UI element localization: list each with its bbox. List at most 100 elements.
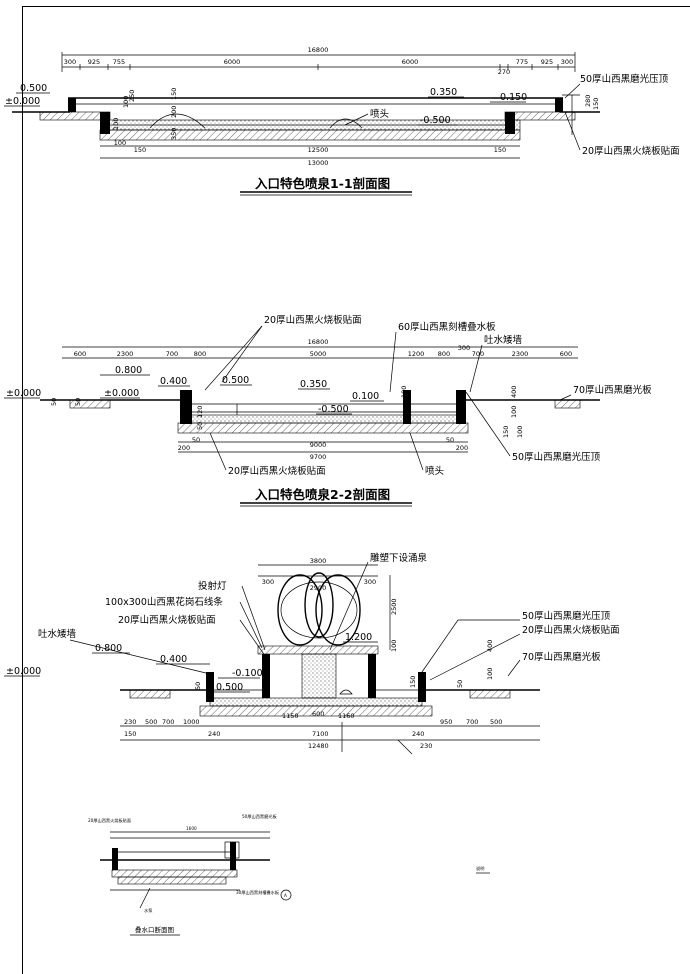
s1-level: -0.500	[420, 115, 451, 126]
svg-text:A: A	[284, 893, 287, 898]
s1-dim: 300	[64, 58, 76, 66]
s1-level: ±0.000	[5, 96, 40, 107]
s1-dim: 150	[494, 146, 506, 154]
s2-dim: 200	[456, 444, 468, 452]
s1-dim: 280	[584, 95, 592, 107]
s1-levels: 0.500 ±0.000 0.350 0.150 -0.500	[4, 83, 527, 126]
s2-callout-coping: 50厚山西黑磨光压顶	[512, 451, 601, 463]
s3-level: 0.400	[160, 654, 187, 665]
s2-dim: 800	[438, 350, 450, 358]
s2-callouts: 20厚山西黑火烧板贴面 60厚山西黑刻槽叠水板 吐水矮墙 70厚山西黑磨光板 2…	[204, 314, 652, 477]
s3-dim: 300	[364, 578, 376, 586]
s1-dim: 270	[498, 68, 510, 76]
s2-dim: 50	[192, 436, 200, 444]
s1-top-dimension: 16800 300 925 755 6000 6000 270 775 925 …	[61, 46, 576, 76]
s2-level: 0.500	[222, 375, 249, 386]
s3-dim: 600	[312, 710, 324, 718]
s2-dim: 50	[196, 422, 204, 430]
s2-dim: 150	[502, 426, 510, 438]
s1-dim: 250	[128, 90, 136, 102]
s1-dim: 100	[112, 118, 120, 130]
s3-dim: 240	[208, 730, 220, 738]
s2-dim: 2300	[512, 350, 529, 358]
s2-level: -0.500	[318, 404, 349, 415]
s1-dim: 150	[170, 88, 178, 100]
s1-dim: 200	[170, 106, 178, 118]
s3-dim: 500	[145, 718, 157, 726]
s3-dim: 2900	[310, 584, 327, 592]
s3-callouts: 雕塑下设涌泉 投射灯 100x300山西黑花岗石线条 20厚山西黑火烧板贴面 吐…	[38, 552, 620, 755]
s1-side-dimensions: 100 250 150 100 200 350 280 150	[112, 88, 600, 140]
detail-weir-section: 20厚山西黑火烧板贴面 50厚山西黑磨光板 1600 30厚山西黑刻槽叠水板 水…	[88, 813, 490, 936]
s3-level: ±0.000	[6, 666, 41, 677]
s2-level: 0.350	[300, 379, 327, 390]
s2-callout-facing-top: 20厚山西黑火烧板贴面	[264, 314, 362, 326]
s2-dim: 700	[166, 350, 178, 358]
s1-callout-coping: 50厚山西黑磨光压顶	[580, 73, 669, 85]
s2-dim: 9000	[310, 441, 327, 449]
s3-callout-spout-wall: 吐水矮墙	[38, 628, 77, 640]
s1-dim: 150	[134, 146, 146, 154]
s2-top-dimension: 16800 600 2300 700 800 5000 1200 800 300…	[62, 338, 578, 359]
s1-level: 0.500	[20, 83, 47, 94]
s1-pool-section	[12, 94, 600, 141]
s1-dim: 6000	[402, 58, 419, 66]
s3-dim: 7100	[312, 730, 329, 738]
s2-dim: 2300	[117, 350, 134, 358]
s3-dim: 400	[486, 640, 494, 652]
s1-dim: 100	[122, 96, 130, 108]
s3-callout-facing-right: 20厚山西黑火烧板贴面	[522, 624, 620, 636]
s3-level: 1.200	[345, 632, 372, 643]
s2-dim: 600	[74, 350, 86, 358]
s3-dim: 950	[440, 718, 452, 726]
s1-dim: 350	[170, 128, 178, 140]
detail-label: 1600	[186, 826, 197, 831]
s1-callout-facing: 20厚山西黑火烧板贴面	[582, 145, 680, 157]
s3-callout-facing-left: 20厚山西黑火烧板贴面	[118, 614, 216, 626]
s3-level: -0.100	[232, 668, 263, 679]
s1-dim: 925	[541, 58, 553, 66]
s3-callout-spotlight: 投射灯	[198, 580, 227, 592]
s2-callout-weir-plate: 60厚山西黑刻槽叠水板	[398, 321, 496, 333]
s3-level: 0.800	[95, 643, 122, 654]
s1-dim: 775	[516, 58, 528, 66]
s1-dim: 755	[113, 58, 125, 66]
s3-dim: 150	[124, 730, 136, 738]
s3-dim: 230	[420, 742, 432, 750]
section-sculpture: 3800 300 2900 300	[4, 552, 620, 755]
s3-dim: 100	[390, 640, 398, 652]
s3-dim: 50	[194, 682, 202, 690]
s1-dim-total: 13000	[308, 159, 329, 167]
s2-level: ±0.000	[6, 388, 41, 399]
s2-dim: 50	[446, 436, 454, 444]
s2-bottom-dimension: 200 50 9000 50 200 9700	[178, 436, 468, 461]
sculpture-loops	[277, 572, 361, 646]
s2-dim: 120	[196, 406, 204, 418]
s1-dim: 100	[114, 139, 126, 147]
s1-dim: 300	[561, 58, 573, 66]
s3-dim: 2500	[390, 598, 398, 615]
s3-dim: 230	[124, 718, 136, 726]
s3-dim: 150	[409, 676, 417, 688]
s3-dim: 1000	[183, 718, 200, 726]
s2-callout-spout-wall: 吐水矮墙	[484, 334, 523, 346]
s3-dim: 1160	[338, 712, 355, 720]
s2-level: ±0.000	[104, 388, 139, 399]
s1-level: 0.150	[500, 92, 527, 103]
s1-dim: 6000	[224, 58, 241, 66]
s2-callout-polished-slab: 70厚山西黑磨光板	[573, 384, 652, 396]
s1-callouts: 喷头 50厚山西黑磨光压顶 20厚山西黑火烧板贴面	[344, 73, 680, 157]
s3-callout-polished-slab: 70厚山西黑磨光板	[522, 651, 601, 663]
s2-dim-total: 16800	[308, 338, 329, 346]
s2-dim: 50	[74, 398, 82, 406]
detail-label: 30厚山西黑刻槽叠水板	[236, 889, 280, 896]
detail-note: 说明	[476, 865, 484, 872]
s1-title: 入口特色喷泉1-1剖面图	[255, 176, 390, 191]
detail-label: 50厚山西黑磨光板	[242, 813, 277, 820]
s2-side-dimensions: 50 50 120 50 100 400 100 150 100	[50, 386, 524, 438]
s3-dim: 240	[412, 730, 424, 738]
s3-dim: 1150	[282, 712, 299, 720]
s3-callout-granite-strip: 100x300山西黑花岗石线条	[105, 596, 223, 608]
